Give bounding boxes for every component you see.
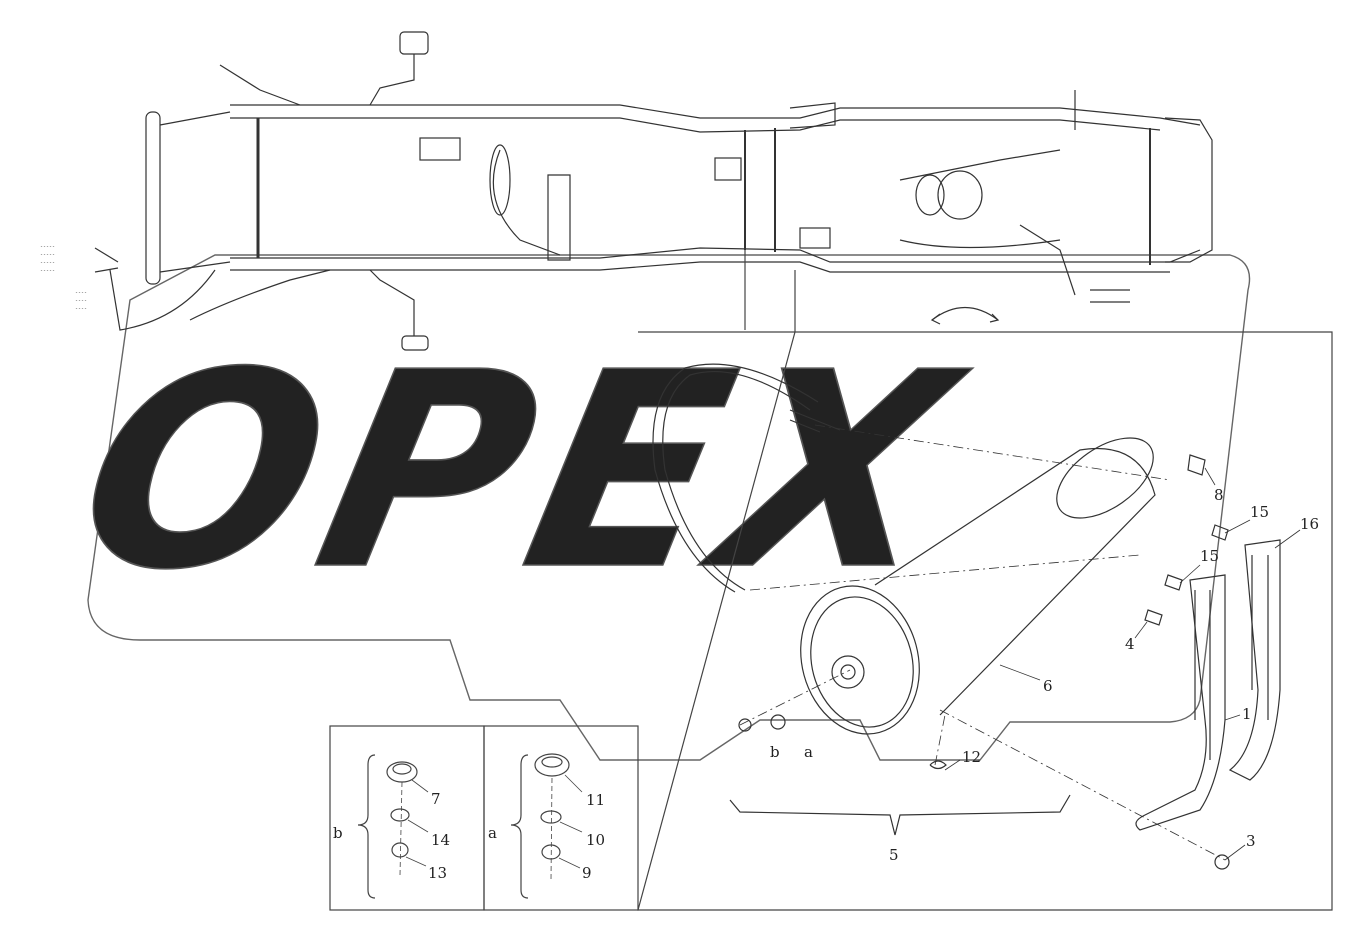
detail-box-a <box>483 725 639 911</box>
watermark-text: OPEX <box>56 316 984 629</box>
tank-hose <box>662 370 811 591</box>
nut-13 <box>391 842 409 858</box>
svg-text:-----: ----- <box>40 244 55 250</box>
valve-block-1 <box>419 137 461 161</box>
front-bumper <box>145 111 161 285</box>
mounting-bracket-1 <box>1135 574 1226 831</box>
air-tank-assembly <box>652 363 1301 870</box>
label-part-11: 11 <box>586 791 605 809</box>
label-part-15a: 15 <box>1250 503 1269 521</box>
label-group-a-main: a <box>804 743 813 761</box>
chassis-frame-drawing: ----- ----- ----- ----- ---- ---- ---- <box>40 31 1213 351</box>
label-part-7: 7 <box>431 790 441 808</box>
bolt-15a <box>1211 524 1229 541</box>
part-number-labels: 8 15 16 15 4 6 1 12 3 5 b a 7 b 14 13 11… <box>333 486 1319 882</box>
brace-5 <box>729 794 1071 836</box>
fitting-b <box>738 718 752 732</box>
label-part-16: 16 <box>1300 515 1319 533</box>
opex-watermark: OPEX <box>55 254 1251 761</box>
label-group-a-detail: a <box>488 824 497 842</box>
watermark-arrow-outline <box>87 254 1251 761</box>
washer-10 <box>540 810 562 824</box>
mounting-bracket-2 <box>1228 539 1281 781</box>
label-part-8: 8 <box>1214 486 1224 504</box>
detail-box-b <box>329 725 485 911</box>
lower-frame-rail <box>230 247 1201 263</box>
label-part-12: 12 <box>962 748 981 766</box>
svg-text:----: ---- <box>75 290 87 296</box>
gearbox-component <box>547 174 571 261</box>
top-reservoir <box>399 31 429 55</box>
svg-text:----: ---- <box>75 306 87 312</box>
label-part-3: 3 <box>1246 832 1256 850</box>
rear-axle-unit <box>937 170 983 220</box>
label-part-5: 5 <box>889 846 899 864</box>
fitting-a <box>770 714 786 730</box>
bolt-15b <box>1164 574 1183 591</box>
tank-outlet-fitting <box>831 655 865 689</box>
label-part-9: 9 <box>582 864 592 882</box>
label-part-14: 14 <box>431 831 450 849</box>
valve-block-2 <box>714 157 742 181</box>
air-tank-body <box>874 447 1156 716</box>
label-part-4: 4 <box>1125 635 1135 653</box>
label-part-15b: 15 <box>1200 547 1219 565</box>
svg-text:-----: ----- <box>40 252 55 258</box>
label-group-b-detail: b <box>333 824 343 842</box>
seal-11 <box>534 753 570 777</box>
seal-7 <box>386 761 418 783</box>
drain-valve-12 <box>929 760 947 770</box>
label-part-13: 13 <box>428 864 447 882</box>
valve-block-3 <box>799 227 831 249</box>
label-part-10: 10 <box>586 831 605 849</box>
rear-body-block <box>1164 117 1213 263</box>
washer-14 <box>390 808 410 822</box>
svg-text:----: ---- <box>75 298 87 304</box>
bolt-4 <box>1144 609 1163 626</box>
main-detail-frame <box>637 250 1333 911</box>
fitting-8 <box>1187 454 1206 476</box>
svg-text:-----: ----- <box>40 260 55 266</box>
bottom-reservoir <box>401 335 429 351</box>
label-part-1: 1 <box>1242 705 1252 723</box>
svg-text:-----: ----- <box>40 268 55 274</box>
air-tank-end-cap <box>800 585 920 735</box>
upper-frame-rail <box>230 104 1201 126</box>
nut-3 <box>1214 854 1230 870</box>
label-part-6: 6 <box>1043 677 1053 695</box>
label-group-b-main: b <box>770 743 780 761</box>
